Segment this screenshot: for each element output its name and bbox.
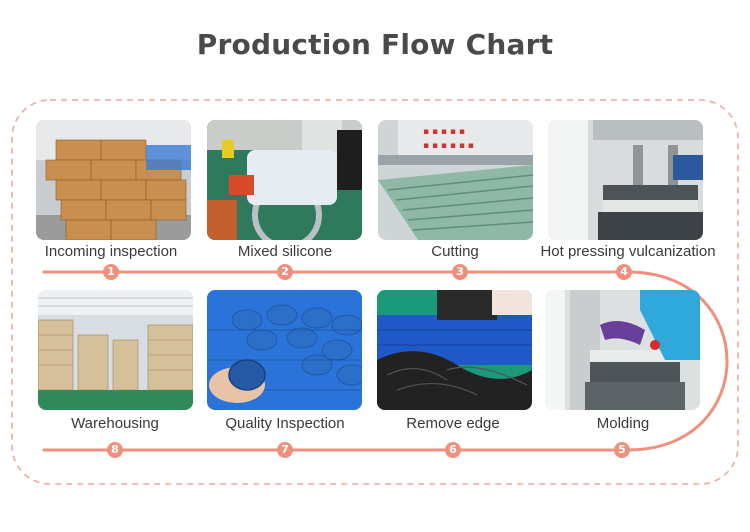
- step-label-molding: Molding: [596, 415, 650, 432]
- hot-pressing-photo: [548, 120, 703, 240]
- mixed-silicone-photo: [207, 120, 362, 240]
- step-label-cutting: Cutting: [431, 243, 479, 260]
- step-number-badge: 2: [277, 264, 293, 280]
- dashed-frame: [11, 99, 739, 485]
- step-label-hot-pressing-vulcanization: Hot pressing vulcanization: [540, 243, 716, 260]
- svg-text:▪ ▪ ▪ ▪ ▪ ▪: ▪ ▪ ▪ ▪ ▪ ▪: [423, 141, 474, 151]
- svg-text:▪ ▪ ▪ ▪ ▪: ▪ ▪ ▪ ▪ ▪: [423, 127, 465, 137]
- cutting-photo: ▪ ▪ ▪ ▪ ▪ ▪ ▪ ▪ ▪ ▪ ▪: [378, 120, 533, 240]
- step-number-badge: 1: [103, 264, 119, 280]
- remove-edge-photo: [377, 290, 532, 410]
- step-label-remove-edge: Remove edge: [406, 415, 500, 432]
- incoming-inspection-photo: [36, 120, 191, 240]
- flow-path: [42, 270, 729, 452]
- page-title: Production Flow Chart: [196, 28, 554, 61]
- step-number-badge: 8: [107, 442, 123, 458]
- step-number-badge: 5: [614, 442, 630, 458]
- step-number-badge: 3: [452, 264, 468, 280]
- step-number-badge: 6: [445, 442, 461, 458]
- step-number-badge: 4: [616, 264, 632, 280]
- step-label-quality-inspection: Quality Inspection: [225, 415, 345, 432]
- quality-inspection-photo: [207, 290, 362, 410]
- molding-photo: [545, 290, 700, 410]
- step-label-warehousing: Warehousing: [71, 415, 159, 432]
- step-number-badge: 7: [277, 442, 293, 458]
- warehousing-photo: [38, 290, 193, 410]
- step-label-mixed-silicone: Mixed silicone: [237, 243, 333, 260]
- step-label-incoming-inspection: Incoming inspection: [44, 243, 178, 260]
